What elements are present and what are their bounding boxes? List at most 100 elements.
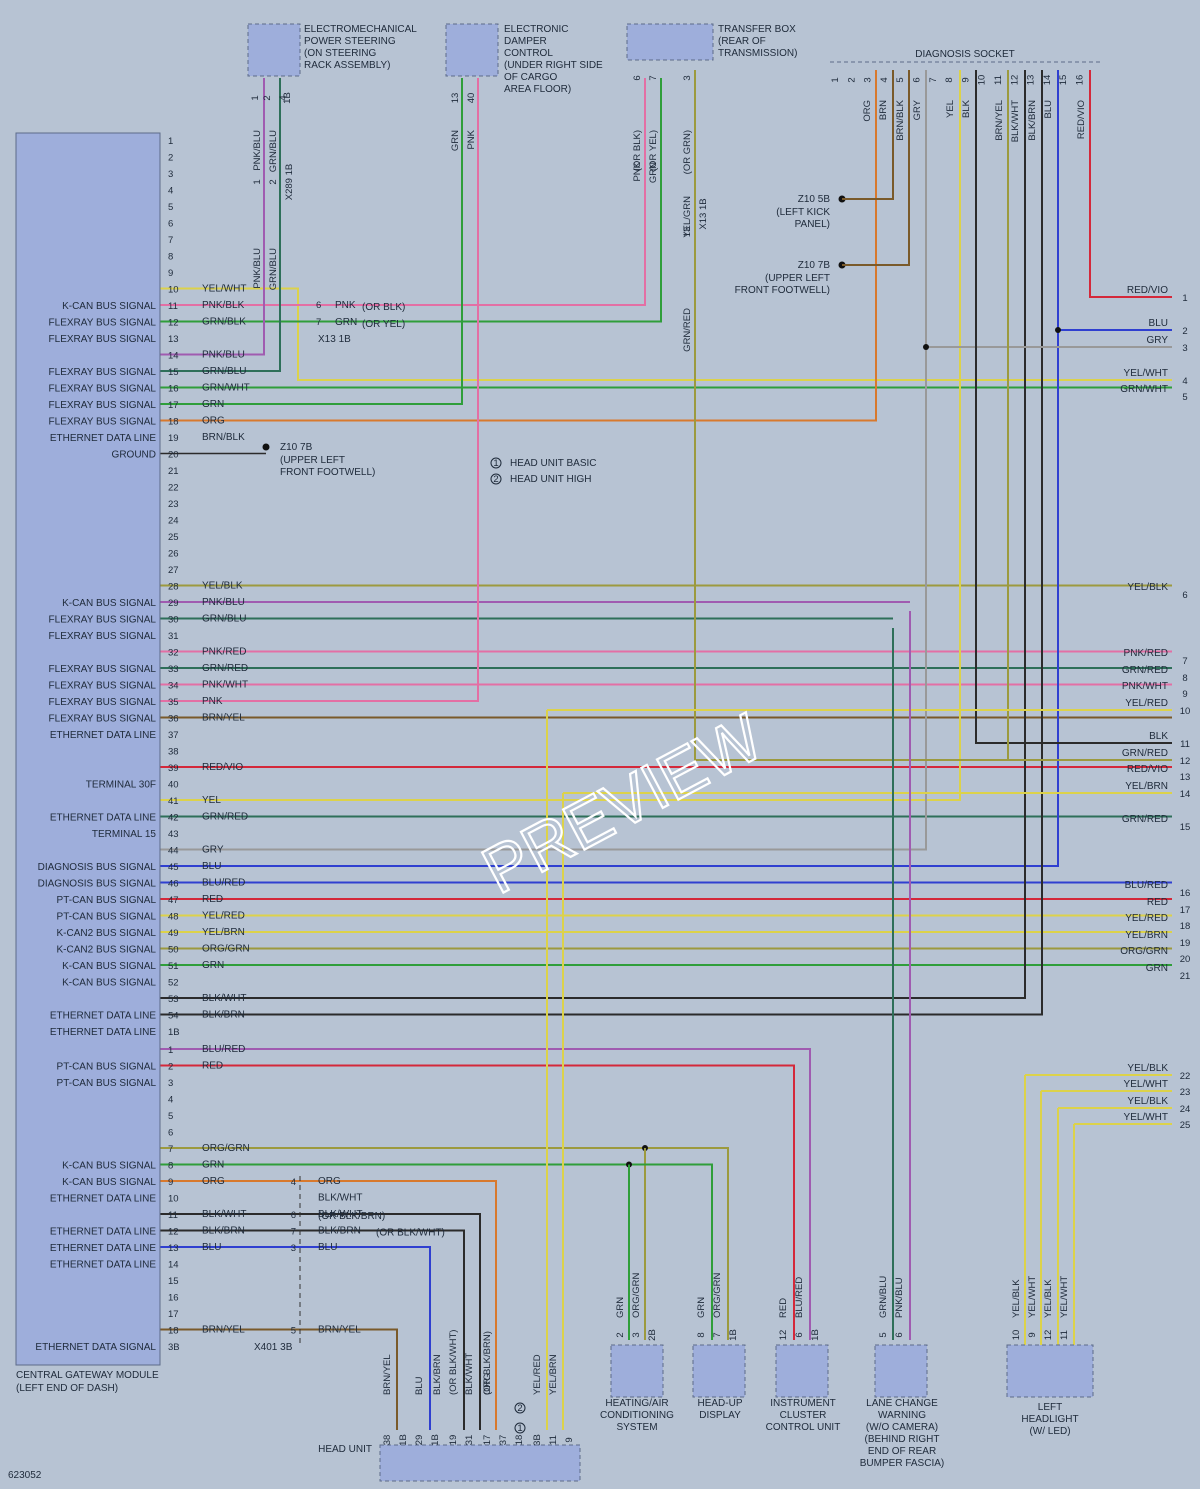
right-wire: YEL/WHT — [1124, 1112, 1168, 1123]
legend-num: 1 — [493, 458, 498, 469]
edc-title: CONTROL — [504, 48, 553, 59]
variant-mark — [514, 1402, 526, 1414]
diag-wire-blk — [975, 70, 1172, 744]
component-layer — [15, 23, 1100, 1482]
head-unit-pin: 38 — [382, 1435, 393, 1446]
gateway-signal-a: K-CAN BUS SIGNAL — [62, 978, 156, 989]
gateway-pin-a: 15 — [168, 367, 179, 378]
gateway-wire-a: RED/VIO — [202, 762, 243, 773]
right-wire: BLK — [1149, 731, 1168, 742]
gateway-signal-a: PT-CAN BUS SIGNAL — [57, 895, 157, 906]
x13-pin: 6 — [316, 300, 321, 311]
legend-text: HEAD UNIT HIGH — [510, 474, 592, 485]
right-wire: GRN/RED — [1122, 748, 1168, 759]
wire-brn-yel — [160, 1328, 398, 1430]
diag-pin: 12 — [1009, 75, 1020, 86]
head-unit-pin: 1B — [430, 1434, 441, 1446]
eps-pin: 1B — [282, 92, 293, 104]
bottom-pin: 1B — [810, 1329, 821, 1341]
bottom-pin: 2 — [615, 1332, 626, 1337]
right-pin: 25 — [1180, 1120, 1191, 1131]
diag-wire: BLK/BRN — [1027, 100, 1038, 141]
gateway-pin-b: 4 — [168, 1095, 173, 1106]
right-pin: 12 — [1180, 756, 1191, 767]
gateway-pin-a: 28 — [168, 582, 179, 593]
wire-org — [160, 1180, 497, 1430]
transfer-title: TRANSFER BOX — [718, 24, 796, 35]
gateway-pin-a: 12 — [168, 318, 179, 329]
gateway-wire-a: GRN/BLU — [202, 614, 246, 625]
headlight-pin: 9 — [1027, 1332, 1038, 1337]
gateway-wire-a: BRN/YEL — [202, 713, 245, 724]
gateway-location: (LEFT END OF DASH) — [16, 1383, 118, 1394]
gateway-pin-a: 30 — [168, 615, 179, 626]
lane-title: LANE CHANGE — [866, 1398, 938, 1409]
gateway-wire-a: PNK/RED — [202, 647, 246, 658]
gateway-signal-b: K-CAN BUS SIGNAL — [62, 1177, 156, 1188]
bottom-pin: 7 — [712, 1332, 723, 1337]
gateway-pin-a: 11 — [168, 301, 178, 312]
headlight-wire: YEL/BLK — [1011, 1279, 1022, 1318]
wire-grn — [160, 1163, 713, 1340]
bottom-wire: ORG/GRN — [631, 1272, 642, 1318]
eps-pin: 1 — [250, 95, 261, 100]
gateway-signal-a: GROUND — [112, 450, 156, 461]
edc-title: OF CARGO — [504, 72, 558, 83]
diag-wire: ORG — [862, 100, 873, 122]
right-wire: YEL/BLK — [1127, 1096, 1168, 1107]
right-wire: YEL/RED — [1125, 913, 1168, 924]
eps-title: (ON STEERING — [304, 48, 376, 59]
lane-pin: 6 — [894, 1332, 905, 1337]
diag-pin: 8 — [944, 77, 955, 82]
right-pin: 6 — [1182, 590, 1187, 601]
gateway-signal-b: ETHERNET DATA LINE — [50, 1260, 156, 1271]
transfer-wire: YEL/GRN — [682, 196, 693, 238]
gateway-wire-a: YEL/RED — [202, 911, 245, 922]
legend-text: HEAD UNIT BASIC — [510, 458, 597, 469]
gateway-wire-a: GRN/RED — [202, 663, 248, 674]
diag-wire-brn — [842, 70, 894, 200]
gateway-pin-a: 1B — [168, 1027, 180, 1038]
transfer-wire: GRN — [648, 162, 659, 183]
right-wire: YEL/BRN — [1125, 930, 1168, 941]
gateway-pin-a: 9 — [168, 268, 173, 279]
gateway-wire — [160, 78, 281, 372]
x401-wire: ORG — [318, 1176, 341, 1187]
right-wire: GRN/RED — [1122, 665, 1168, 676]
x401-alt: (OR BLK/BRN) — [318, 1211, 385, 1222]
gateway-pin-a: 51 — [168, 961, 179, 972]
gateway-wire-a: GRY — [202, 845, 224, 856]
gateway-signal-a: K-CAN2 BUS SIGNAL — [57, 928, 157, 939]
headlight-title: LEFT — [1038, 1402, 1062, 1413]
cluster-title: CLUSTER — [780, 1410, 827, 1421]
right-pin: 19 — [1180, 938, 1191, 949]
eps-box — [247, 23, 301, 77]
document-id: 623052 — [8, 1470, 42, 1481]
gateway-pin-a: 26 — [168, 549, 179, 560]
ground-loc: FRONT FOOTWELL) — [280, 467, 375, 478]
x13-alt: (OR YEL) — [362, 319, 405, 330]
head-unit-wire: BLK/BRN — [432, 1354, 443, 1395]
right-wire: PNK/RED — [1124, 648, 1168, 659]
gateway-pin-a: 18 — [168, 417, 179, 428]
x401-pin: 5 — [291, 1326, 296, 1337]
x401-pin: 4 — [291, 1177, 296, 1188]
x401-wire: BLK/WHT — [318, 1209, 362, 1220]
right-wire: GRN/WHT — [1120, 384, 1168, 395]
gateway-signal-a: FLEXRAY BUS SIGNAL — [49, 615, 157, 626]
x289-pin: 1 — [252, 179, 263, 184]
gateway-pin-a: 42 — [168, 813, 179, 824]
headlight-wire: YEL/WHT — [1059, 1276, 1070, 1318]
right-pin: 24 — [1180, 1104, 1191, 1115]
gateway-pin-a: 29 — [168, 598, 179, 609]
gateway-pin-b: 14 — [168, 1260, 179, 1271]
gateway-signal-b: ETHERNET DATA LINE — [50, 1227, 156, 1238]
gateway-pin-b: 17 — [168, 1309, 179, 1320]
diag-pin: 7 — [928, 77, 939, 82]
gateway-wire-a: PNK/BLK — [202, 300, 245, 311]
x289-pin: 2 — [268, 179, 279, 184]
gateway-signal-a: FLEXRAY BUS SIGNAL — [49, 681, 157, 692]
ground-loc: FRONT FOOTWELL) — [735, 285, 830, 296]
gateway-wire-a: YEL/WHT — [202, 284, 246, 295]
gateway-signal-a: K-CAN2 BUS SIGNAL — [57, 945, 157, 956]
